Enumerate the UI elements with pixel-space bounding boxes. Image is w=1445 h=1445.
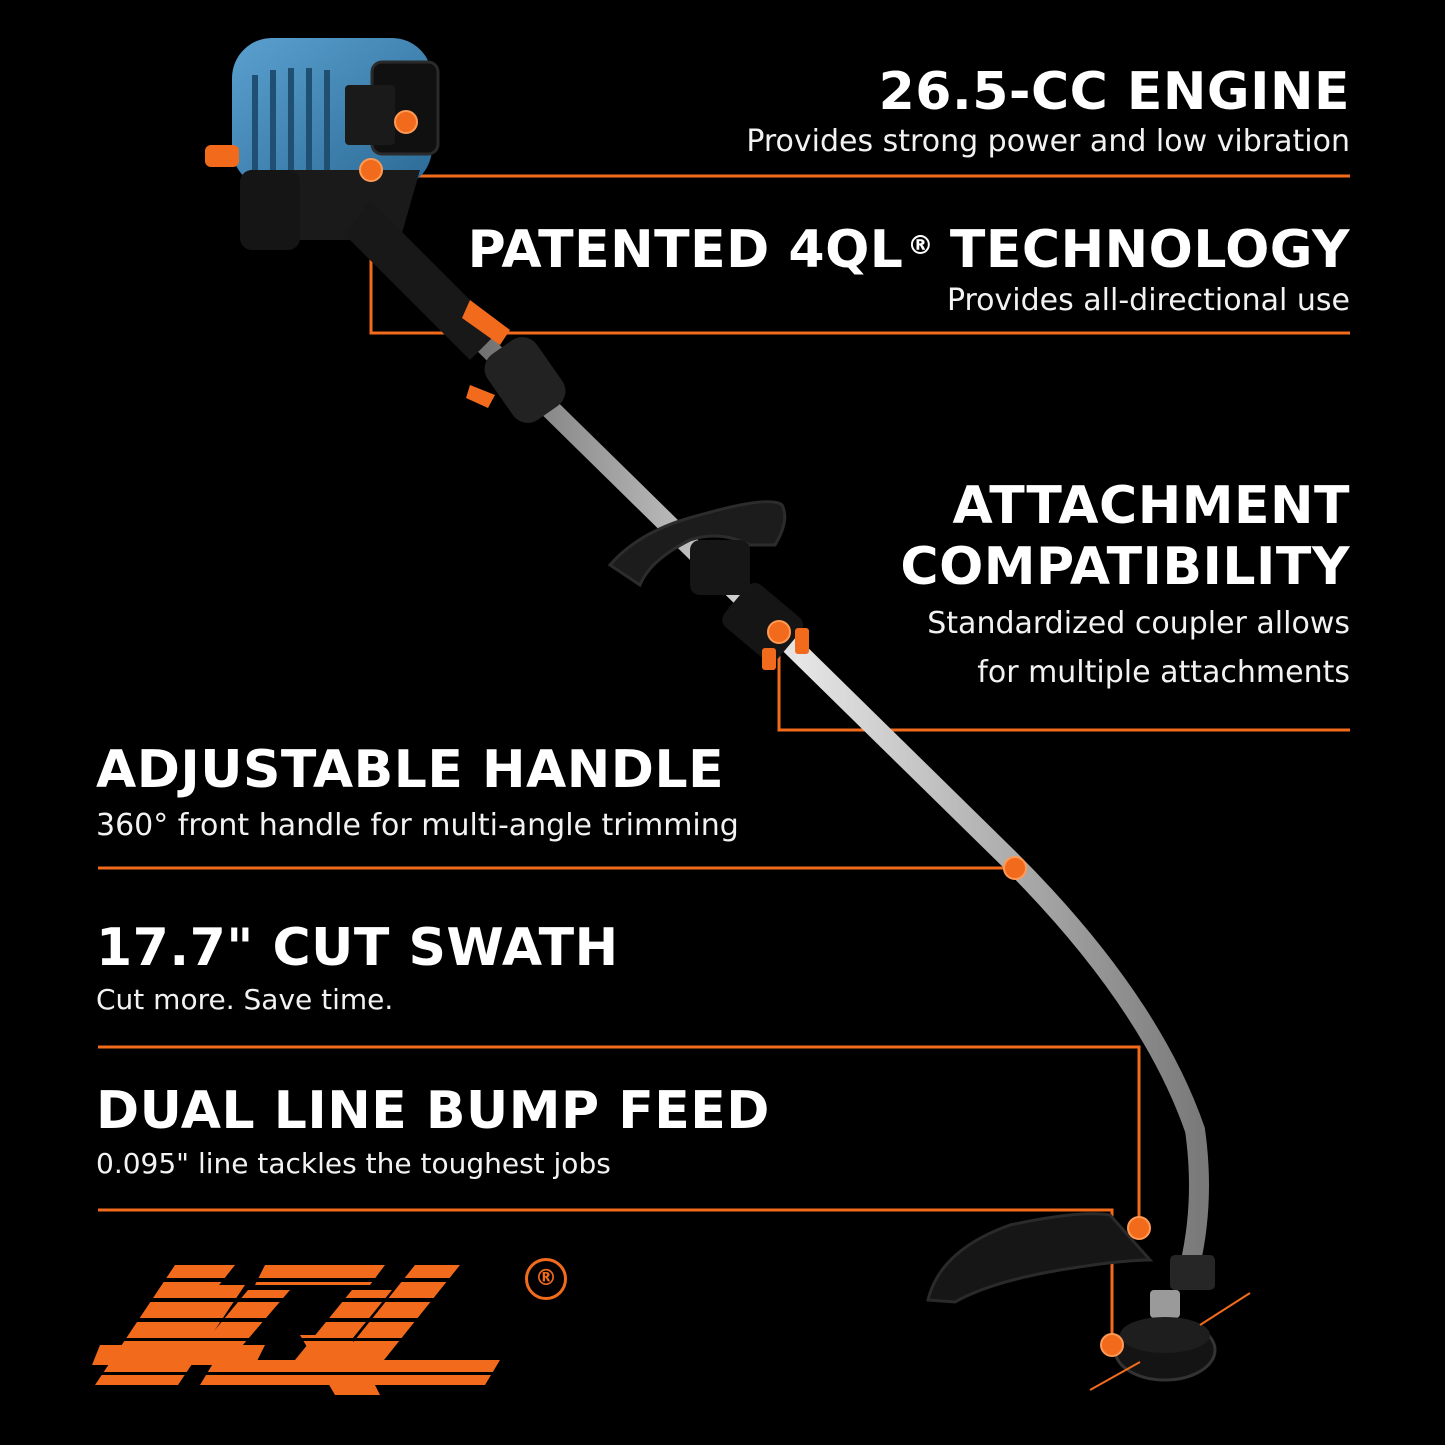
attachment-callout-line	[777, 632, 1350, 732]
swath-title: 17.7" CUT SWATH	[96, 918, 619, 978]
bump-feed-callout-line	[98, 1208, 1114, 1345]
logo-registered-mark: ®	[525, 1258, 567, 1300]
attachment-title-line1: ATTACHMENT	[952, 476, 1350, 536]
swath-callout-line	[98, 1045, 1141, 1228]
attachment-subtitle-line1: Standardized coupler allows	[927, 606, 1350, 641]
swath-subtitle: Cut more. Save time.	[96, 983, 394, 1016]
bump-feed-subtitle: 0.095" line tackles the toughest jobs	[96, 1147, 611, 1180]
4ql-logo-mark	[90, 1265, 510, 1395]
registered-mark: ®	[907, 231, 934, 261]
rear-handle	[345, 200, 566, 423]
trimmer-shaft	[460, 320, 1209, 1275]
engine-unit	[205, 38, 440, 250]
technology-title-end: TECHNOLOGY	[949, 220, 1350, 280]
technology-title-main: PATENTED 4QL	[467, 220, 904, 280]
bump-feed-title: DUAL LINE BUMP FEED	[96, 1081, 770, 1141]
technology-title: PATENTED 4QL® TECHNOLOGY	[468, 220, 1350, 280]
engine-title: 26.5-CC ENGINE	[878, 62, 1350, 122]
attachment-title-line2: COMPATIBILITY	[900, 537, 1350, 597]
handle-subtitle: 360° front handle for multi-angle trimmi…	[96, 808, 739, 843]
front-handle	[607, 500, 787, 595]
technology-subtitle: Provides all-directional use	[946, 283, 1350, 318]
callout-dots	[359, 110, 1151, 1357]
handle-title: ADJUSTABLE HANDLE	[96, 740, 725, 800]
engine-subtitle: Provides strong power and low vibration	[746, 124, 1350, 159]
attachment-subtitle-line2: for multiple attachments	[977, 655, 1350, 690]
trimmer-head-assembly	[926, 1212, 1251, 1391]
